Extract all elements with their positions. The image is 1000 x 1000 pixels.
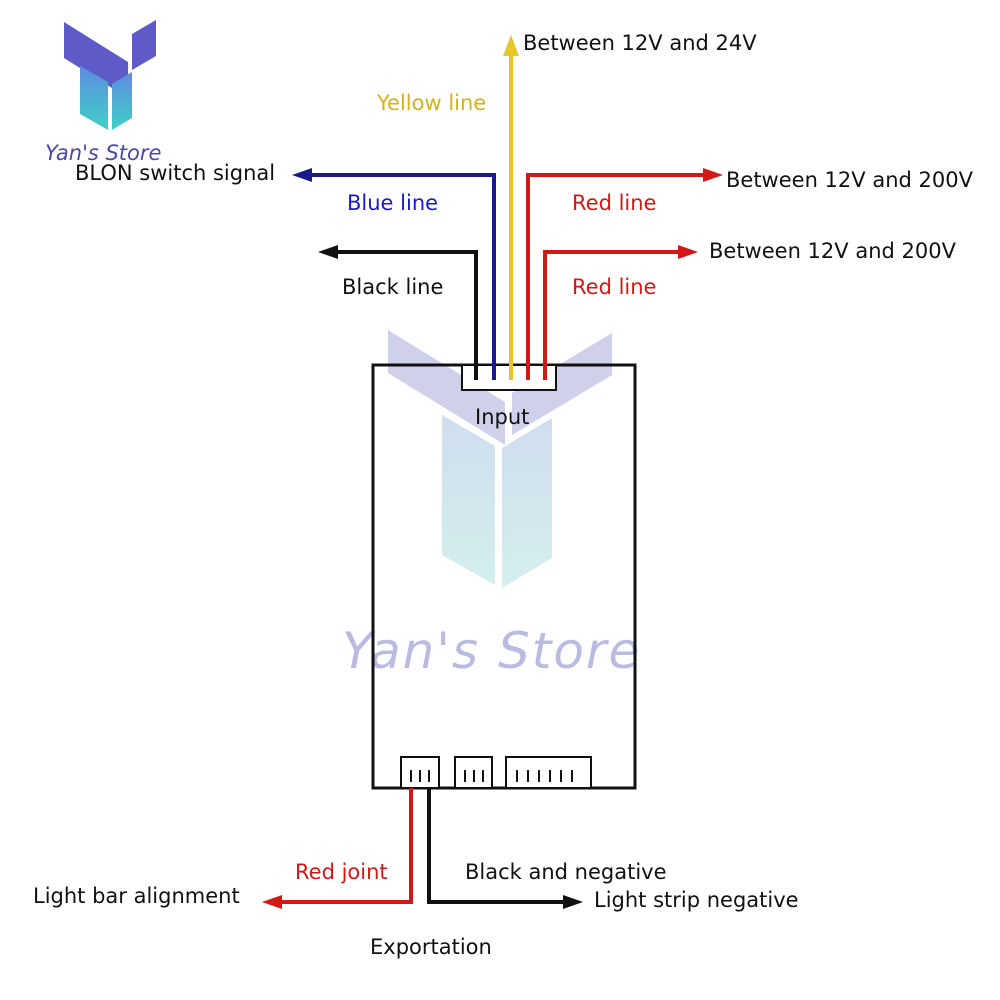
watermark-logo-icon [388,330,612,588]
red-joint-label: Red joint [295,860,388,884]
red-joint-wire [262,788,413,909]
red-wire-2 [543,245,698,380]
red-wire-1 [526,168,723,380]
red-line-2-label: Red line [572,275,656,299]
red-2-destination-label: Between 12V and 200V [709,239,957,263]
output-connector-1 [400,756,440,789]
store-logo-icon [64,20,156,130]
output-connector-2 [454,756,493,789]
input-label: Input [475,405,529,429]
black-wire [318,245,478,380]
red-joint-destination-label: Light bar alignment [33,884,240,908]
blue-line-label: Blue line [347,191,438,215]
output-connector-3 [505,756,592,789]
store-logo-text: Yan's Store [45,141,161,165]
yellow-wire [503,35,519,380]
watermark-text: Yan's Store [342,622,641,680]
yellow-destination-label: Between 12V and 24V [523,31,757,55]
blue-destination-label: BLON switch signal [75,161,275,185]
black-negative-destination-label: Light strip negative [594,888,799,912]
blue-wire [292,168,496,380]
red-1-destination-label: Between 12V and 200V [726,168,974,192]
black-line-label: Black line [342,275,443,299]
yellow-line-label: Yellow line [376,91,486,115]
black-negative-label: Black and negative [465,860,667,884]
output-label: Exportation [370,935,492,959]
red-line-1-label: Red line [572,191,656,215]
black-negative-wire [427,788,583,909]
